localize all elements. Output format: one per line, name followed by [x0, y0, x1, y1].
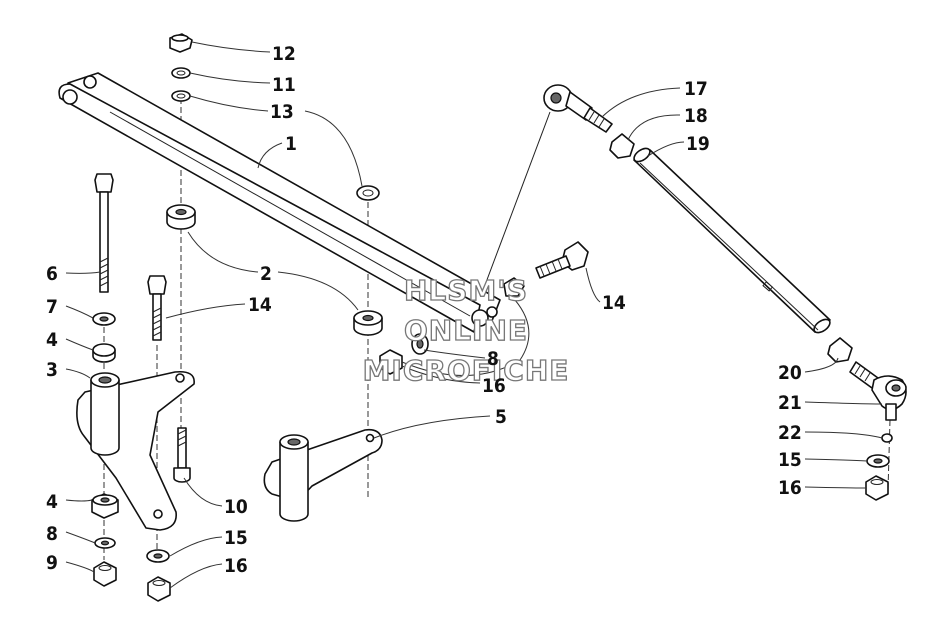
rod-end-17	[543, 84, 613, 133]
watermark-line-1: HLSM'S	[404, 274, 528, 307]
watermark-line-3: MICROFICHE	[363, 354, 570, 387]
bolt-14-right	[503, 241, 589, 297]
watermark-line-2: ONLINE	[404, 314, 528, 347]
callout-19: 19	[686, 133, 710, 155]
hardware-stack-bottom-center	[146, 549, 171, 602]
hardware-stack-top	[169, 33, 193, 102]
callout-9: 9	[46, 552, 58, 574]
callout-15-right: 15	[778, 449, 802, 471]
callout-14-right: 14	[602, 292, 626, 314]
callout-13: 13	[270, 101, 294, 123]
bolt-14-left	[147, 275, 167, 341]
callout-16-center: 16	[482, 375, 506, 397]
arm-end-hardware	[379, 299, 530, 376]
screw-10	[173, 427, 191, 483]
callout-8-right: 8	[487, 348, 499, 370]
callout-8-left: 8	[46, 523, 58, 545]
tube-19	[633, 147, 831, 334]
callout-labels: 1 2 3 4 4 5 6 7 8 8 9 10 11 12 13 14 14 …	[46, 43, 802, 577]
callout-14-left: 14	[248, 294, 272, 316]
callout-5: 5	[495, 406, 507, 428]
bushings	[166, 185, 383, 336]
callout-1: 1	[285, 133, 297, 155]
callout-12: 12	[272, 43, 296, 65]
callout-2: 2	[260, 263, 272, 285]
callout-6: 6	[46, 263, 58, 285]
hardware-stack-bottom-left	[91, 493, 119, 587]
bolt-6	[94, 173, 114, 293]
callout-3: 3	[46, 359, 58, 381]
bracket-5	[263, 428, 383, 522]
callout-4-upper: 4	[46, 329, 58, 351]
callout-7: 7	[46, 296, 58, 318]
callout-15-left: 15	[224, 527, 248, 549]
callout-4-lower: 4	[46, 491, 58, 513]
callout-18: 18	[684, 105, 708, 127]
leader-lines	[65, 41, 883, 589]
washer-7-and-spacer-4	[92, 312, 116, 363]
callout-10: 10	[224, 496, 248, 518]
callout-16-left: 16	[224, 555, 248, 577]
rod-end-21	[849, 361, 907, 421]
jam-nut-18	[609, 133, 635, 159]
bracket-3	[76, 370, 195, 531]
callout-17: 17	[684, 78, 708, 100]
callout-11: 11	[272, 74, 296, 96]
hardware-stack-right	[865, 433, 893, 501]
callout-21: 21	[778, 392, 802, 414]
callout-20: 20	[778, 362, 802, 384]
callout-22: 22	[778, 422, 802, 444]
watermark: HLSM'S ONLINE MICROFICHE	[362, 273, 570, 387]
callout-16-right: 16	[778, 477, 802, 499]
jam-nut-20	[827, 337, 853, 363]
arm-assembly	[58, 72, 501, 333]
